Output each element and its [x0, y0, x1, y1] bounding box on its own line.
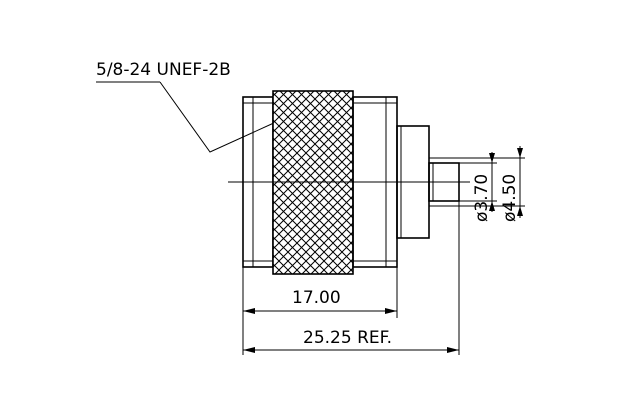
overall-length-dimension: 25.25 REF.	[243, 328, 459, 353]
pin-diameter-label: ø3.70	[472, 174, 492, 222]
body-length-label: 17.00	[292, 288, 341, 308]
thread-callout-text: 5/8-24 UNEF-2B	[96, 60, 231, 80]
callout-leader	[159, 81, 277, 153]
body-length-dimension: 17.00	[243, 288, 397, 314]
insulator-diameter-dimension: ø4.50	[429, 146, 525, 222]
thread-callout: 5/8-24 UNEF-2B	[96, 60, 277, 153]
insulator-diameter-label: ø4.50	[500, 174, 520, 222]
pin-diameter-dimension: ø3.70	[459, 152, 497, 222]
overall-length-label: 25.25 REF.	[303, 328, 392, 348]
